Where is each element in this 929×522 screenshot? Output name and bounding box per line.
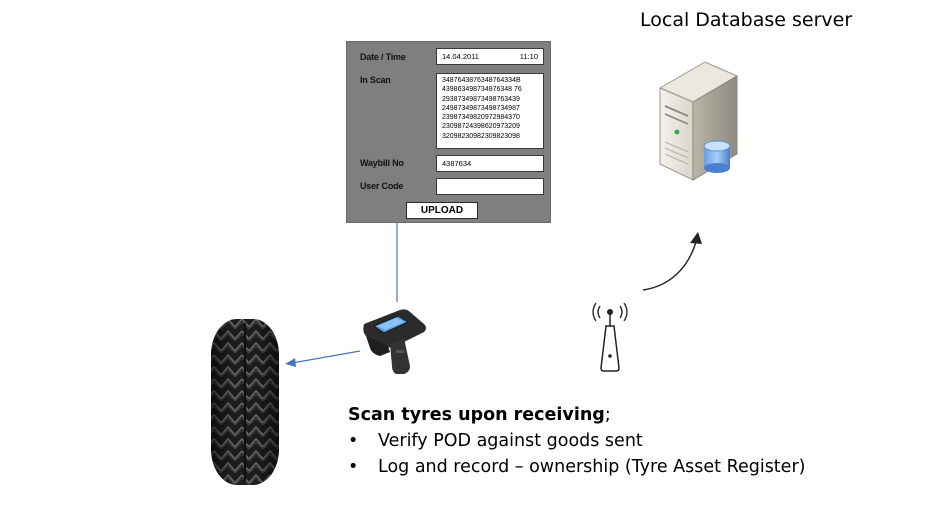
waybill-field[interactable]: 4387634 xyxy=(436,155,544,172)
scan-line: 29387349873498763439 xyxy=(442,95,520,103)
caption-heading: Scan tyres upon receiving xyxy=(348,405,605,425)
user-code-field[interactable] xyxy=(436,178,544,195)
scan-line: 23098724398620973209 xyxy=(442,123,520,131)
user-code-label: User Code xyxy=(360,181,404,191)
date-value: 14.04.2011 xyxy=(442,52,479,61)
bullet-symbol: • xyxy=(348,457,359,477)
wireless-antenna-icon xyxy=(592,302,628,372)
bullet-text: Verify POD against goods sent xyxy=(378,431,643,451)
bullet-item: • Log and record – ownership (Tyre Asset… xyxy=(348,457,805,477)
handheld-scanner-icon xyxy=(363,309,426,374)
form-connector-line xyxy=(396,222,398,302)
time-value: 11:10 xyxy=(519,52,538,61)
bullet-item: • Verify POD against goods sent xyxy=(348,431,805,451)
scan-line: 3487643876348764334B xyxy=(442,77,521,84)
datetime-field[interactable]: 14.04.2011 11:10 xyxy=(436,48,544,65)
in-scan-label: In Scan xyxy=(360,75,391,85)
scan-line: 439863498734876348 76 xyxy=(442,86,522,94)
scan-arrow xyxy=(285,350,361,367)
in-scan-field[interactable]: 3487643876348764334B 439863498734876348 … xyxy=(436,73,544,149)
bullet-symbol: • xyxy=(348,431,359,451)
upload-arrow xyxy=(642,232,702,291)
datetime-label: Date / Time xyxy=(360,52,406,62)
database-server-icon xyxy=(658,61,739,181)
tyre-icon xyxy=(211,319,279,485)
scan-line: 24987349873498734987 xyxy=(442,104,520,112)
waybill-label: Waybill No xyxy=(360,158,404,168)
caption-heading-suffix: ; xyxy=(604,405,611,425)
scan-line: 23987349820972984370 xyxy=(442,114,520,122)
upload-button[interactable]: UPLOAD xyxy=(406,202,478,219)
caption-block: Scan tyres upon receiving; • Verify POD … xyxy=(348,405,805,477)
scan-form-panel: Date / Time 14.04.2011 11:10 In Scan 348… xyxy=(346,41,551,223)
scan-line: 32098230982309823098 xyxy=(442,132,520,140)
bullet-text: Log and record – ownership (Tyre Asset R… xyxy=(378,457,806,477)
server-title: Local Database server xyxy=(640,9,853,31)
